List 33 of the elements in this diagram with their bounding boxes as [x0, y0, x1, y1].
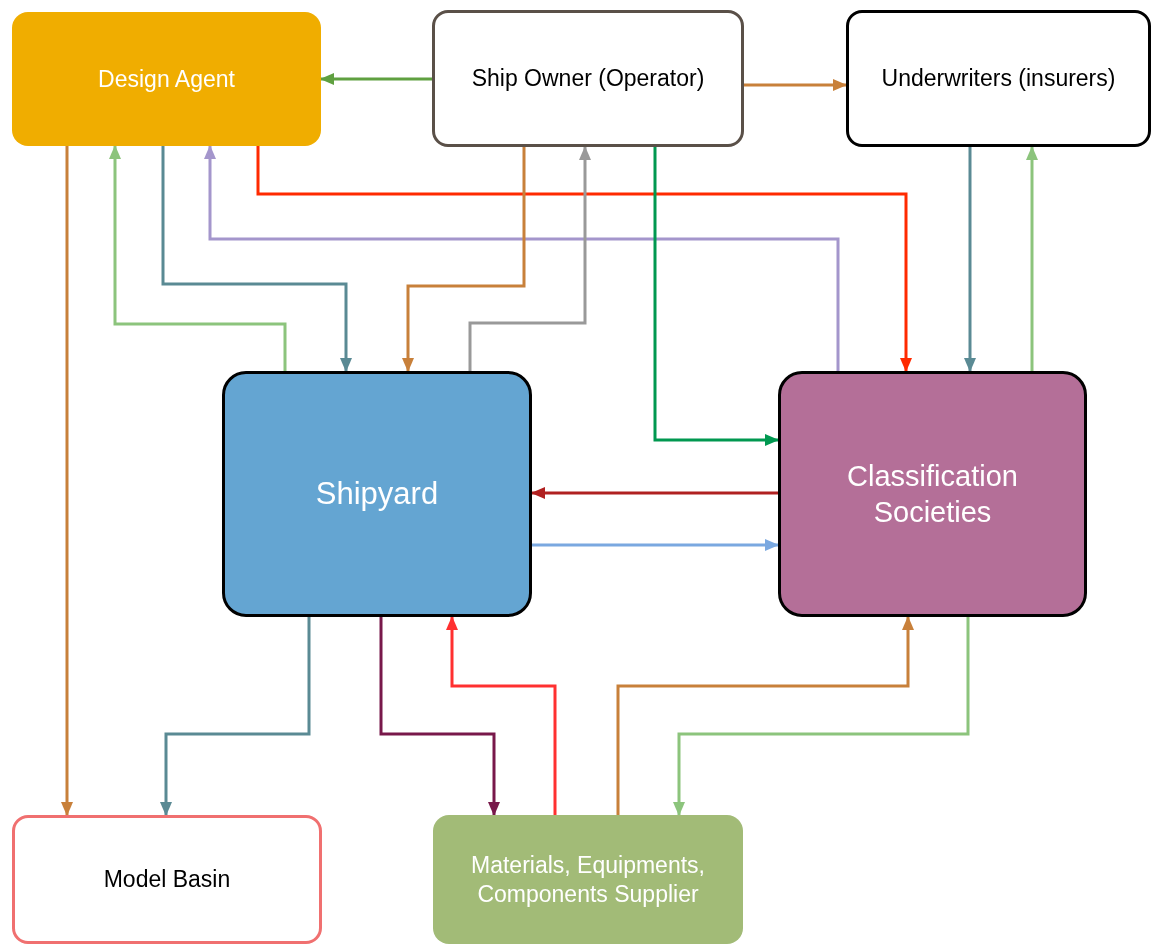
arrow	[532, 539, 779, 551]
process-box	[432, 10, 744, 147]
arrow	[673, 617, 970, 816]
node-label: Model Basin	[103, 865, 231, 894]
arrow	[256, 146, 912, 372]
process-box	[433, 815, 743, 944]
process-box	[12, 12, 321, 146]
arrow	[61, 146, 73, 816]
process-box	[222, 371, 532, 617]
node-label: Underwriters (insurers)	[881, 64, 1116, 93]
arrow	[160, 617, 311, 816]
arrow	[531, 487, 778, 499]
arrow	[744, 79, 847, 91]
arrow	[1026, 146, 1038, 371]
arrow	[109, 145, 287, 371]
arrow	[964, 147, 976, 372]
arrow	[320, 73, 432, 85]
process-box	[846, 10, 1151, 147]
arrow	[379, 617, 500, 816]
node-label: Design Agent	[98, 64, 235, 94]
arrow	[161, 146, 352, 372]
node-label: Ship Owner (Operator)	[471, 64, 705, 93]
arrow	[402, 147, 526, 372]
process-box	[12, 815, 322, 944]
node-label: Classification Societies	[846, 458, 1019, 530]
node-label: Materials, Equipments, Components Supplier	[470, 850, 706, 909]
arrow	[468, 146, 591, 371]
arrow	[653, 147, 779, 446]
arrow	[446, 616, 557, 815]
arrow	[204, 145, 840, 371]
process-box	[778, 371, 1087, 617]
node-label: Shipyard	[315, 474, 439, 513]
arrow	[616, 616, 914, 815]
